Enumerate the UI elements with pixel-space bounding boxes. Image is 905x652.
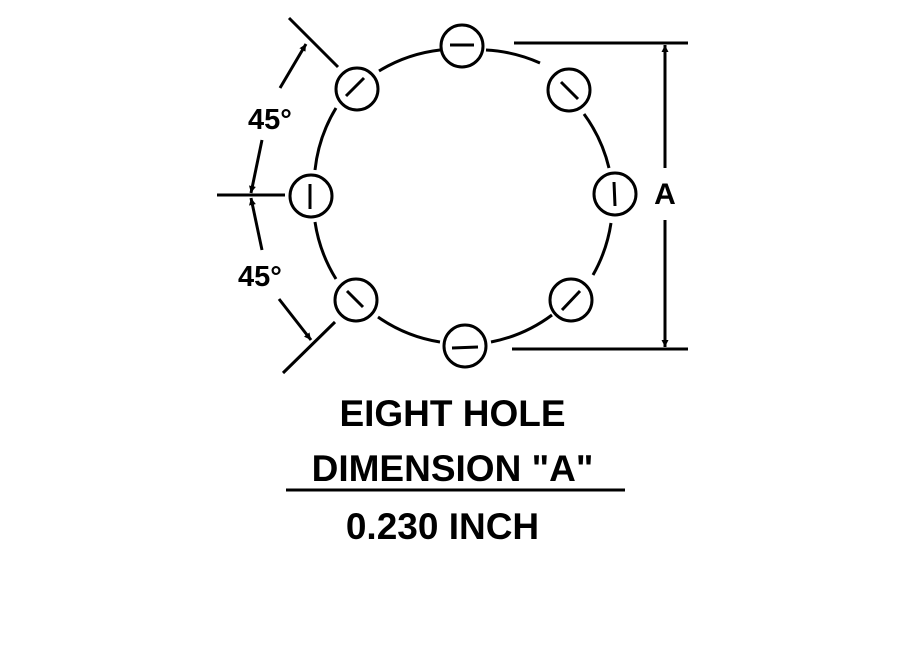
hole-bottom (442, 323, 488, 369)
hole-top (439, 23, 485, 69)
hole-top-left (334, 66, 380, 112)
hole-left (288, 173, 334, 219)
caption-value: 0.230 INCH (345, 506, 540, 547)
angle-extension-lines (217, 16, 340, 375)
bolt-circle (313, 48, 613, 344)
hole-bottom-left (333, 277, 379, 323)
dimension-a-label: A (654, 178, 676, 211)
hole-top-right (546, 67, 592, 113)
dimension-a (512, 41, 688, 351)
angle-label-lower: 45° (238, 261, 282, 293)
hole-right (592, 171, 638, 217)
hole-bottom-right (548, 277, 594, 323)
caption-subtitle: DIMENSION "A" (311, 448, 594, 489)
angle-label-upper: 45° (248, 104, 292, 136)
caption-title: EIGHT HOLE (339, 393, 566, 434)
holes (288, 23, 638, 369)
angle-dimension-arrows (248, 43, 313, 341)
